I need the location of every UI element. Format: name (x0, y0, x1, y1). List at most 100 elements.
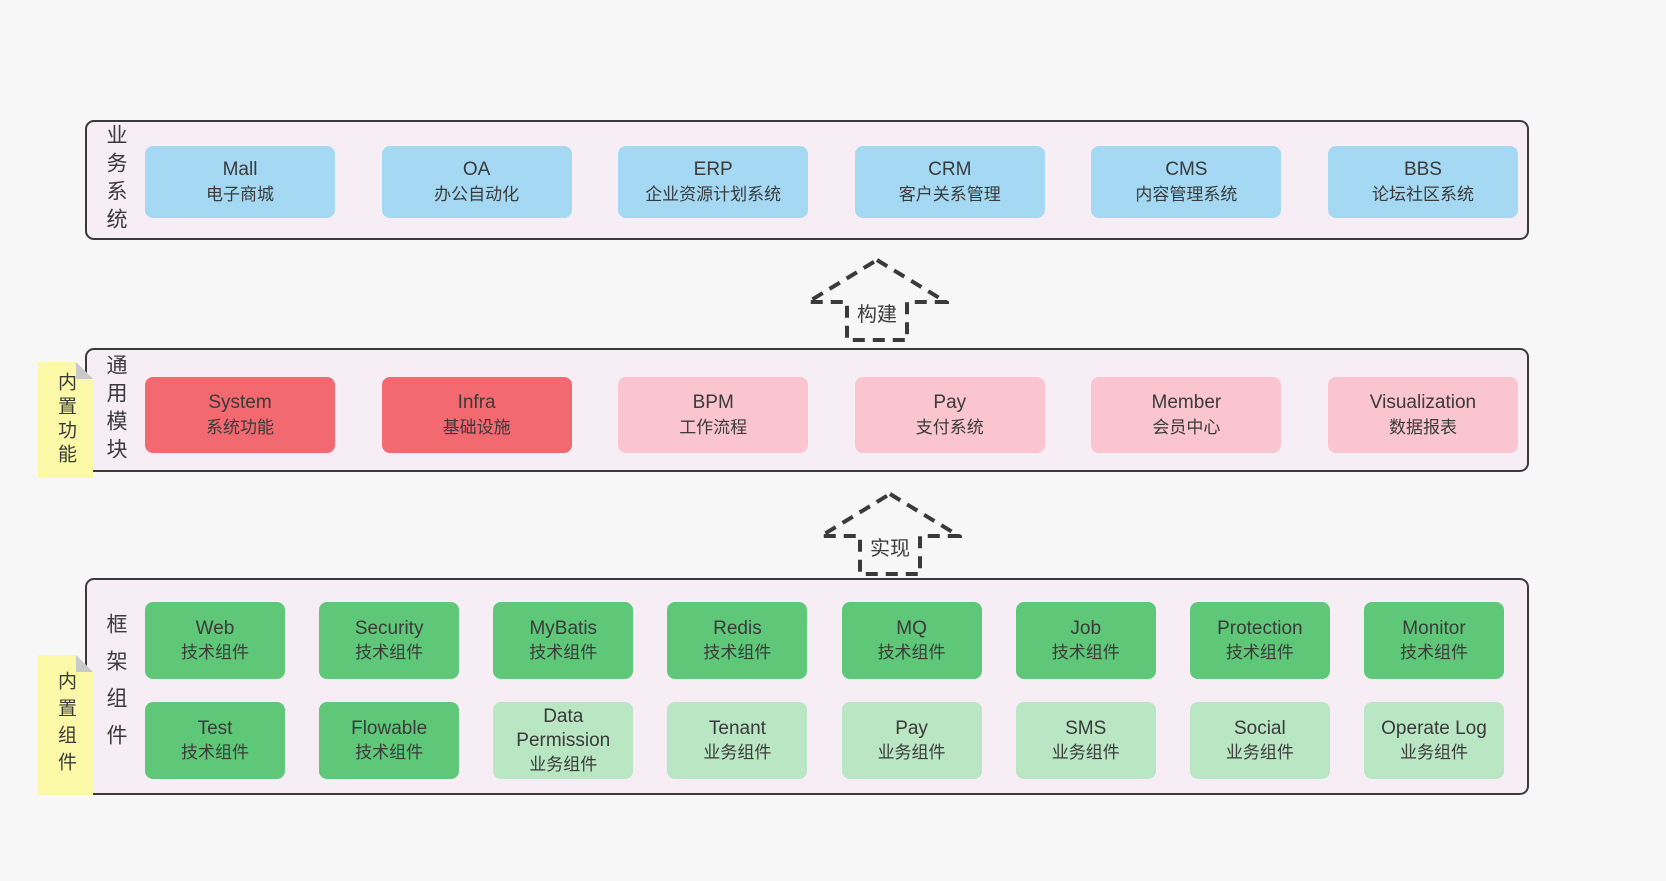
box-title: MyBatis (529, 618, 598, 640)
arrow-implement: 实现 (818, 490, 962, 578)
box-title: Job (1070, 618, 1102, 640)
box-tenant: Tenant 业务组件 (667, 702, 808, 779)
box-data-permission: Data Permission 业务组件 (493, 702, 634, 779)
box-protection: Protection 技术组件 (1189, 602, 1330, 679)
box-visualization: Visualization 数据报表 (1327, 377, 1518, 453)
panel-common-modules: 通用模块 System 系统功能 Infra 基础设施 BPM 工作流程 Pay… (85, 348, 1529, 472)
box-title: Member (1151, 391, 1222, 413)
box-subtitle: 数据报表 (1388, 418, 1457, 438)
box-title: System (208, 391, 272, 413)
box-subtitle: 技术组件 (1399, 642, 1468, 662)
box-subtitle: 业务组件 (877, 742, 946, 762)
box-subtitle: 业务组件 (529, 755, 598, 775)
box-oa: OA 办公自动化 (381, 146, 572, 218)
box-infra: Infra 基础设施 (381, 377, 572, 453)
box-subtitle: 业务组件 (1225, 742, 1294, 762)
box-job: Job 技术组件 (1015, 602, 1156, 679)
box-title: ERP (693, 158, 733, 180)
box-system: System 系统功能 (145, 377, 335, 453)
box-cms: CMS 内容管理系统 (1091, 146, 1282, 218)
box-title: BPM (692, 391, 734, 413)
box-subtitle: 技术组件 (529, 642, 598, 662)
box-title: Protection (1217, 618, 1303, 640)
box-title: Pay (933, 391, 967, 413)
box-title: Test (197, 718, 233, 740)
sticky-note-built-in-components: 内置组件 (38, 655, 93, 795)
box-title: Visualization (1369, 391, 1477, 413)
box-subtitle: 技术组件 (181, 642, 249, 662)
box-subtitle: 技术组件 (877, 642, 946, 662)
box-subtitle: 技术组件 (703, 642, 772, 662)
box-sms: SMS 业务组件 (1015, 702, 1156, 779)
box-subtitle: 业务组件 (1051, 742, 1120, 762)
box-title: CMS (1165, 158, 1208, 180)
box-subtitle: 论坛社区系统 (1371, 185, 1474, 205)
arrow-build-label: 构建 (855, 298, 899, 327)
panel-common-modules-label: 通用模块 (104, 354, 127, 466)
box-title: Web (195, 618, 235, 640)
box-test: Test 技术组件 (145, 702, 285, 779)
box-subtitle: 基础设施 (442, 418, 511, 438)
box-security: Security 技术组件 (319, 602, 460, 679)
box-title: CRM (928, 158, 972, 180)
box-bpm: BPM 工作流程 (618, 377, 809, 453)
box-title: Data Permission (516, 705, 611, 752)
box-erp: ERP 企业资源计划系统 (618, 146, 809, 218)
box-subtitle: 支付系统 (915, 418, 984, 438)
box-member: Member 会员中心 (1091, 377, 1282, 453)
box-subtitle: 业务组件 (703, 742, 772, 762)
box-title: SMS (1065, 718, 1107, 740)
box-pay-component: Pay 业务组件 (841, 702, 982, 779)
box-flowable: Flowable 技术组件 (319, 702, 460, 779)
box-subtitle: 会员中心 (1152, 418, 1221, 438)
dashed-up-arrow-icon (805, 257, 949, 342)
business-systems-row: Mall 电子商城 OA 办公自动化 ERP 企业资源计划系统 CRM 客户关系… (145, 146, 1518, 218)
box-subtitle: 系统功能 (206, 418, 274, 438)
box-subtitle: 电子商城 (206, 185, 274, 205)
box-crm: CRM 客户关系管理 (854, 146, 1045, 218)
arrow-build: 构建 (805, 256, 949, 344)
panel-framework-components-label: 框架组件 (104, 612, 127, 761)
box-mq: MQ 技术组件 (841, 602, 982, 679)
box-subtitle: 客户关系管理 (898, 185, 1001, 205)
common-modules-row: System 系统功能 Infra 基础设施 BPM 工作流程 Pay 支付系统… (145, 377, 1518, 453)
box-bbs: BBS 论坛社区系统 (1327, 146, 1518, 218)
panel-business-systems-label: 业务系统 (104, 124, 127, 236)
box-subtitle: 技术组件 (1225, 642, 1294, 662)
framework-components-row-1: Web 技术组件 Security 技术组件 MyBatis 技术组件 Redi… (145, 602, 1504, 679)
box-title: Operate Log (1381, 718, 1487, 740)
box-title: Tenant (708, 718, 766, 740)
box-social: Social 业务组件 (1189, 702, 1330, 779)
box-title: Monitor (1402, 618, 1466, 640)
box-title: Infra (457, 391, 496, 413)
box-pay-module: Pay 支付系统 (854, 377, 1045, 453)
box-subtitle: 办公自动化 (434, 185, 520, 205)
box-mall: Mall 电子商城 (145, 146, 335, 218)
box-subtitle: 技术组件 (181, 742, 249, 762)
box-title: Pay (895, 718, 928, 740)
box-subtitle: 企业资源计划系统 (645, 185, 782, 205)
box-monitor: Monitor 技术组件 (1363, 602, 1504, 679)
box-title: Redis (713, 618, 762, 640)
box-title: Security (354, 618, 424, 640)
box-title: Social (1233, 718, 1286, 740)
box-subtitle: 内容管理系统 (1135, 185, 1238, 205)
box-title: Mall (222, 158, 258, 180)
box-operate-log: Operate Log 业务组件 (1363, 702, 1504, 779)
box-mybatis: MyBatis 技术组件 (493, 602, 634, 679)
panel-framework-components: 框架组件 Web 技术组件 Security 技术组件 MyBatis 技术组件… (85, 578, 1529, 795)
framework-components-row-2: Test 技术组件 Flowable 技术组件 Data Permission … (145, 702, 1504, 779)
arrow-implement-label: 实现 (868, 532, 912, 561)
box-web: Web 技术组件 (145, 602, 285, 679)
panel-business-systems: 业务系统 Mall 电子商城 OA 办公自动化 ERP 企业资源计划系统 CRM… (85, 120, 1529, 240)
box-subtitle: 技术组件 (355, 642, 424, 662)
box-redis: Redis 技术组件 (667, 602, 808, 679)
box-subtitle: 技术组件 (1051, 642, 1120, 662)
box-subtitle: 业务组件 (1399, 742, 1468, 762)
sticky-note-built-in-features: 内置功能 (38, 362, 93, 478)
box-title: Flowable (351, 718, 428, 740)
box-subtitle: 工作流程 (679, 418, 748, 438)
box-subtitle: 技术组件 (355, 742, 424, 762)
box-title: OA (462, 158, 491, 180)
dashed-up-arrow-icon (818, 491, 962, 576)
